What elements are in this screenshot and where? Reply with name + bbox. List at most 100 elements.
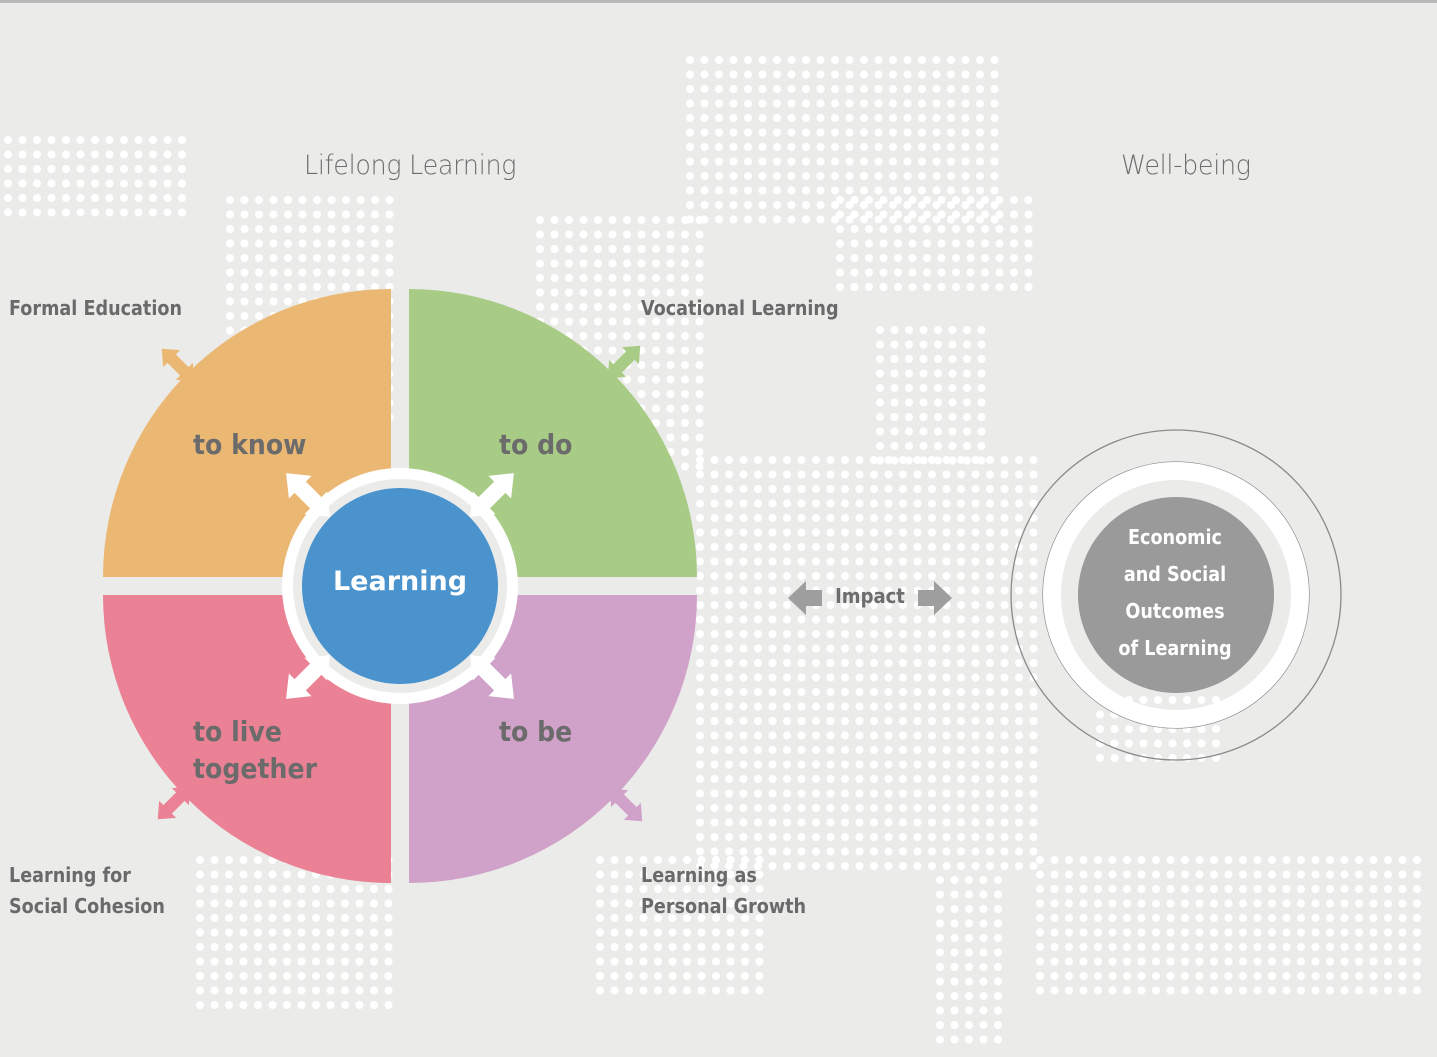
map-dot	[225, 856, 233, 864]
map-dot	[942, 514, 951, 522]
map-dot	[120, 136, 128, 144]
map-dot	[797, 731, 806, 740]
map-dot	[1137, 972, 1146, 980]
map-dot	[918, 70, 926, 79]
map-dot	[254, 856, 262, 864]
map-dot	[952, 210, 960, 219]
map-dot	[637, 303, 646, 311]
map-dot	[1311, 899, 1320, 908]
map-dot	[812, 644, 820, 653]
map-dot	[936, 977, 944, 986]
map-dot	[855, 833, 864, 841]
map-dot	[686, 85, 694, 93]
map-dot	[908, 225, 917, 233]
map-dot	[995, 239, 1004, 248]
map-dot	[870, 731, 878, 740]
map-dot	[726, 957, 735, 966]
map-dot	[725, 601, 733, 609]
map-dot	[812, 833, 820, 841]
map-dot	[773, 99, 781, 108]
map-dot	[744, 70, 752, 79]
map-dot	[957, 789, 965, 798]
map-dot	[565, 245, 573, 253]
map-dot	[715, 56, 723, 64]
map-dot	[637, 332, 646, 340]
map-dot	[919, 369, 928, 378]
map-dot	[812, 818, 820, 827]
map-dot	[163, 136, 172, 144]
map-dot	[783, 528, 791, 537]
map-dot	[860, 85, 868, 93]
map-dot	[986, 601, 994, 609]
map-dot	[836, 268, 844, 277]
map-dot	[918, 56, 926, 64]
map-dot	[1000, 688, 1009, 696]
map-dot	[710, 557, 719, 566]
map-dot	[754, 456, 762, 464]
map-dot	[979, 919, 988, 928]
map-dot	[976, 201, 984, 209]
map-dot	[637, 375, 646, 384]
map-dot	[163, 194, 172, 202]
map-dot	[841, 717, 849, 725]
map-dot	[105, 179, 114, 188]
map-dot	[384, 899, 393, 908]
map-dot	[884, 847, 893, 856]
map-dot	[695, 332, 704, 340]
map-dot	[913, 673, 922, 682]
map-dot	[1224, 957, 1233, 966]
map-dot	[254, 885, 262, 893]
map-dot	[741, 914, 749, 922]
map-dot	[768, 485, 777, 493]
map-dot	[639, 928, 648, 937]
map-dot	[1015, 514, 1023, 522]
map-dot	[384, 986, 393, 995]
map-dot	[876, 326, 884, 334]
map-dot	[240, 196, 249, 204]
map-dot	[1239, 899, 1247, 908]
map-dot	[768, 804, 777, 812]
map-dot	[870, 557, 878, 566]
map-dot	[1181, 856, 1189, 864]
map-dot	[865, 196, 873, 204]
map-dot	[536, 230, 544, 239]
map-dot	[797, 833, 806, 841]
map-dot	[385, 196, 394, 204]
map-dot	[816, 186, 825, 195]
map-dot	[1015, 833, 1023, 841]
map-dot	[1152, 957, 1160, 966]
map-dot	[855, 746, 864, 754]
map-dot	[986, 557, 994, 566]
map-dot	[1152, 914, 1160, 922]
map-dot	[1108, 885, 1117, 893]
map-dot	[977, 413, 986, 421]
map-dot	[226, 196, 234, 204]
map-dot	[981, 254, 989, 262]
map-dot	[913, 804, 922, 812]
map-dot	[666, 259, 675, 268]
map-dot	[894, 254, 902, 262]
map-dot	[666, 303, 675, 311]
map-dot	[903, 99, 912, 108]
map-dot	[1029, 659, 1038, 667]
map-dot	[942, 528, 951, 537]
map-dot	[283, 899, 291, 908]
map-dot	[355, 899, 364, 908]
arrows-layer	[157, 345, 952, 822]
map-dot	[313, 239, 321, 248]
map-dot	[986, 746, 994, 754]
map-dot	[76, 194, 85, 202]
map-dot	[961, 114, 970, 122]
map-dot	[1125, 739, 1133, 748]
map-dot	[149, 194, 157, 202]
map-dot	[850, 239, 859, 248]
map-dot	[1108, 972, 1117, 980]
map-dot	[899, 833, 907, 841]
map-dot	[596, 957, 604, 966]
map-dot	[255, 283, 263, 291]
map-dot	[812, 673, 820, 682]
map-dot	[816, 56, 825, 64]
map-dot	[637, 317, 646, 326]
map-dot	[981, 268, 989, 277]
map-dot	[936, 1035, 944, 1044]
